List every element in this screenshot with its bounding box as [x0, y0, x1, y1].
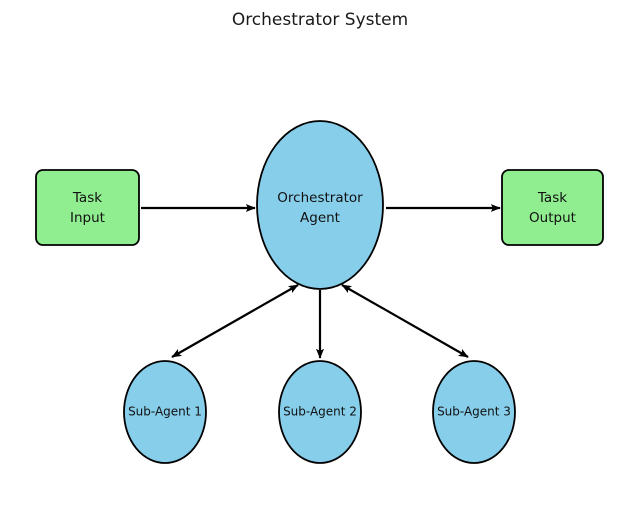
orchestrator-label-line2: Agent [300, 210, 340, 226]
edge-line-orchestrator-sub3 [341, 284, 469, 358]
sub-agent-2-label: Sub-Agent 2 [283, 405, 357, 419]
edge-orchestrator-to-sub-agent-1 [171, 284, 299, 358]
edge-orchestrator-to-sub-agent-3 [341, 284, 469, 358]
task-output-label-line2: Output [529, 210, 576, 226]
task-input-label-line1: Task [72, 190, 102, 206]
task-input-label-line2: Input [70, 210, 105, 226]
sub-agent-3-shape[interactable] [432, 360, 516, 464]
node-task-output[interactable]: Task Output [501, 169, 604, 246]
node-sub-agent-2[interactable]: Sub-Agent 2 [278, 360, 362, 464]
sub-agent-2-shape[interactable] [278, 360, 362, 464]
orchestrator-label-line1: Orchestrator [277, 190, 363, 206]
sub-agent-3-label: Sub-Agent 3 [437, 405, 511, 419]
task-output-shape[interactable] [501, 169, 604, 246]
task-input-shape[interactable] [35, 169, 140, 246]
sub-agent-1-label: Sub-Agent 1 [128, 405, 202, 419]
orchestrator-agent-shape[interactable] [256, 120, 384, 290]
edge-line-orchestrator-sub1 [171, 284, 299, 358]
task-output-label-line1: Task [537, 190, 567, 206]
node-task-input[interactable]: Task Input [35, 169, 140, 246]
sub-agent-1-shape[interactable] [123, 360, 207, 464]
page-title: Orchestrator System [232, 10, 408, 30]
node-sub-agent-3[interactable]: Sub-Agent 3 [432, 360, 516, 464]
node-sub-agent-1[interactable]: Sub-Agent 1 [123, 360, 207, 464]
node-orchestrator-agent[interactable]: Orchestrator Agent [256, 120, 384, 290]
